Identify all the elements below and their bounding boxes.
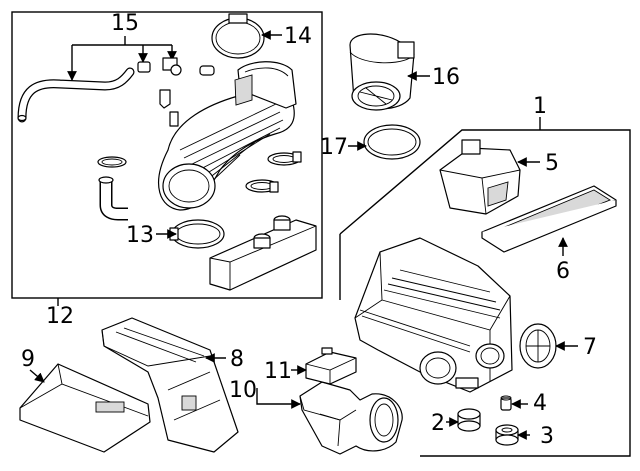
callout-1: 1 <box>533 94 547 119</box>
deflector-9-part <box>19 363 151 453</box>
callout-9: 9 <box>21 347 35 372</box>
duct-7-part <box>519 323 557 369</box>
inset-box-1 <box>339 117 631 457</box>
intake-tube-10-part <box>299 381 403 455</box>
callout-5: 5 <box>545 151 559 176</box>
callout-8: 8 <box>230 347 244 372</box>
callout-12: 12 <box>46 304 74 329</box>
callout-14: 14 <box>284 24 312 49</box>
inlet-duct-8-part <box>101 317 239 453</box>
hose-fittings-part <box>137 57 215 127</box>
insulator-2-part <box>457 408 481 432</box>
mass-airflow-sensor-part <box>349 33 415 111</box>
callout-15: 15 <box>111 11 139 36</box>
callout-16: 16 <box>432 65 460 90</box>
seal-ring-17-part <box>363 124 421 160</box>
insulator-3-part <box>495 424 519 446</box>
callout-10: 10 <box>229 378 257 403</box>
breather-hose-part <box>17 67 135 123</box>
callout-2: 2 <box>431 411 445 436</box>
callout-17: 17 <box>320 135 348 160</box>
callout-13: 13 <box>126 223 154 248</box>
grommet-4-part <box>500 395 512 411</box>
leader-lines <box>29 30 578 440</box>
clamp-13-part <box>169 219 225 249</box>
hose-clips-part <box>97 151 302 193</box>
callout-7: 7 <box>583 335 597 360</box>
elbow-hose-part <box>98 176 128 221</box>
resonator-part <box>209 215 317 291</box>
cover-5-part <box>439 139 521 215</box>
bracket-11-part <box>305 347 357 385</box>
callout-4: 4 <box>533 391 547 416</box>
intake-duct-part <box>158 61 297 211</box>
callout-3: 3 <box>540 424 554 449</box>
filter-element-6-part <box>481 185 617 253</box>
callout-labels: 1 2 3 4 5 6 7 8 9 10 11 12 13 14 15 16 1… <box>21 11 597 449</box>
callout-11: 11 <box>264 359 292 384</box>
clamp-14-part <box>211 13 265 59</box>
callout-6: 6 <box>556 259 570 284</box>
callout-15-leaders <box>67 36 177 81</box>
inset-box-12 <box>11 11 323 299</box>
air-cleaner-housing-part <box>354 237 513 393</box>
